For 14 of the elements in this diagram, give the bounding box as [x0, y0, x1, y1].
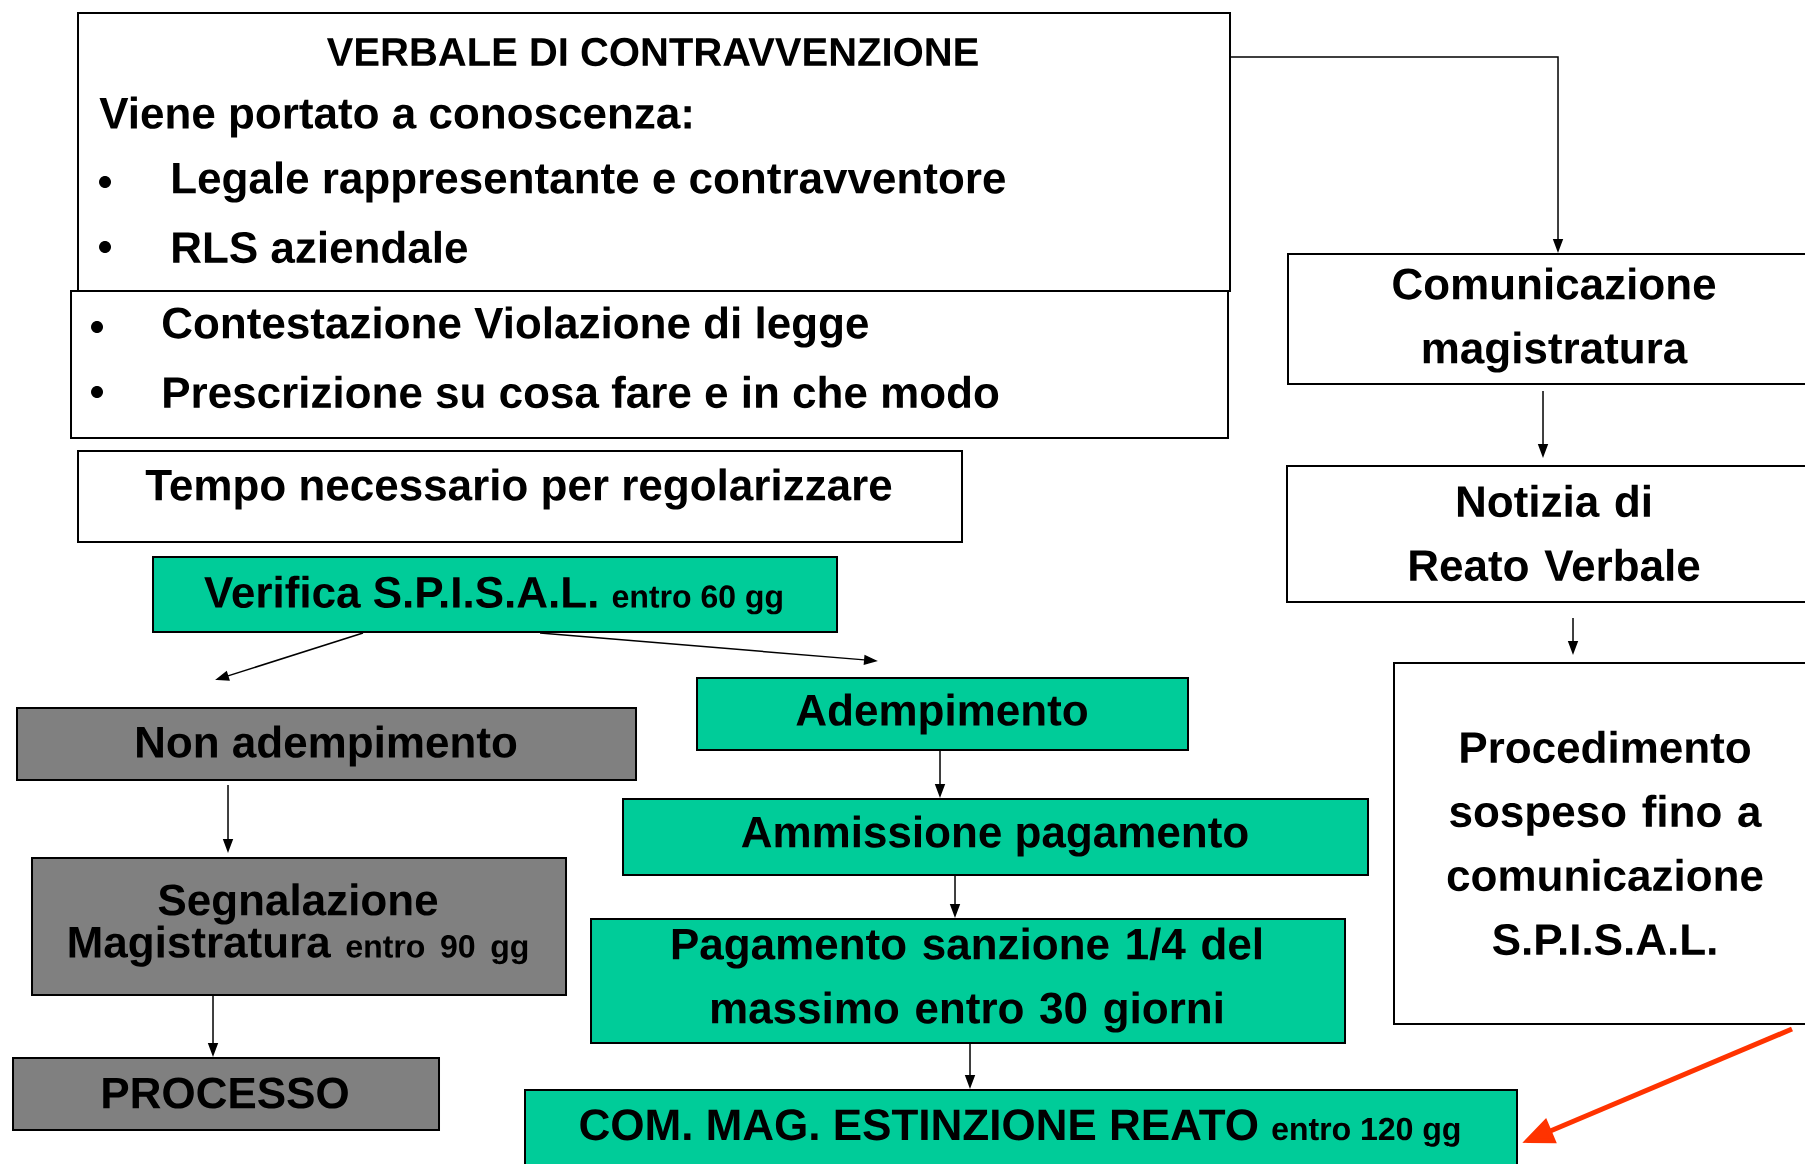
text-box: Procedimento sospeso fino a comunicazione S.P.I.S.A.L. — [1393, 662, 1805, 1025]
text-box: VERBALE DI CONTRAVVENZIONE Viene portato a conoscenza: Legale rappresentante e contravventore RLS aziendale — [77, 12, 1231, 292]
process-box: Non adempimento — [16, 707, 637, 781]
text-box: Comunicazione magistratura — [1287, 253, 1805, 385]
text-box: Tempo necessario per regolarizzare — [77, 450, 963, 543]
process-box: Segnalazione Magistratura entro 90 gg — [31, 857, 567, 996]
process-box: PROCESSO — [12, 1057, 440, 1131]
text-box: Contestazione Violazione di legge Prescrizione su cosa fare e in che modo — [70, 290, 1229, 439]
process-box: Ammissione pagamento — [622, 798, 1369, 876]
text-box: Notizia di Reato Verbale — [1286, 465, 1805, 603]
process-box: COM. MAG. ESTINZIONE REATO entro 120 gg — [524, 1089, 1518, 1164]
process-box: Verifica S.P.I.S.A.L. entro 60 gg — [152, 556, 838, 633]
process-box: Pagamento sanzione 1/4 del massimo entro 30 giorni — [590, 918, 1346, 1044]
process-box: Adempimento — [696, 677, 1189, 751]
